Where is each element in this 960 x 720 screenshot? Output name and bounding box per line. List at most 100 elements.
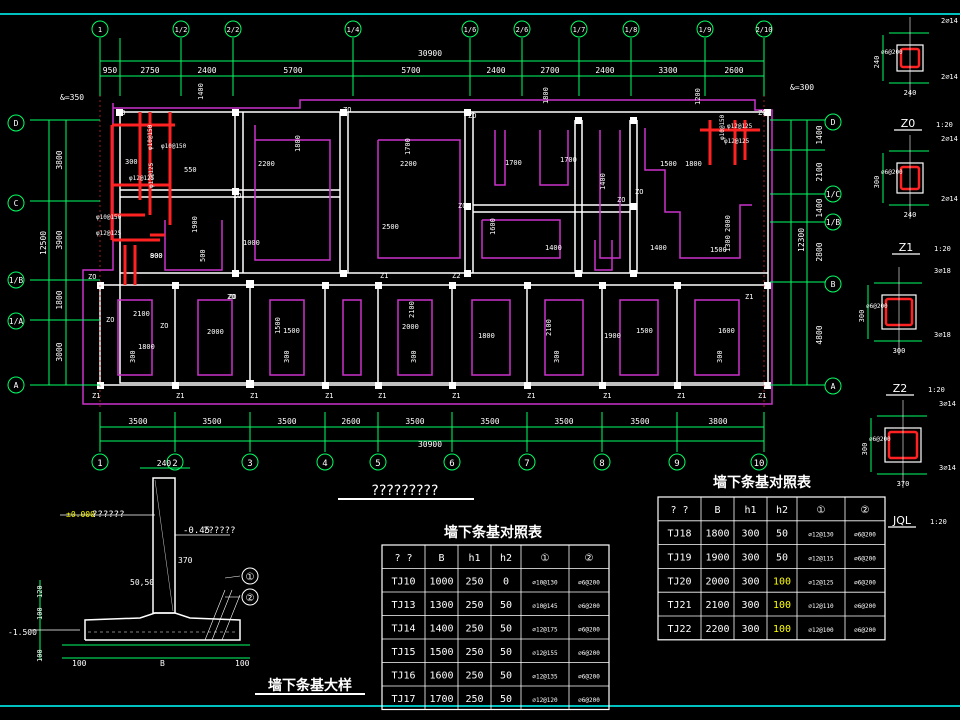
table-cell: 1400 [429,623,453,634]
column-bottom-rebar: 2⌀14 [941,73,958,81]
left-dim-label: 1800 [55,290,64,309]
bottom-dim-label: 3500 [202,417,221,426]
top-dim-label: 3300 [658,66,677,75]
axis-label-bottom: 1 [97,459,102,469]
table-cell: ⌀6@200 [578,697,600,704]
table-cell: 250 [465,576,483,587]
column-tag-z1: Z1 [745,293,753,301]
table-cell: 100 [773,576,791,587]
column-stirrup: ⌀6@200 [866,303,888,310]
axis-label-bottom: 7 [524,459,529,469]
column-tag-zo: ZO [233,192,241,200]
table-cell: TJ15 [391,647,415,658]
axis-bubble-bottom [316,453,334,471]
column-height: 300 [861,443,869,456]
section-dim-5050: 50,50 [130,578,154,587]
table-cell: 2100 [705,600,729,611]
bottom-dim-label: 3500 [405,417,424,426]
axis-label-top: 2/10 [756,26,773,34]
rebar-note: φ10@150 [96,214,122,221]
axis-bubble-right [824,377,842,395]
rebar-note: φ10@150 [161,143,187,150]
column-width: 240 [904,211,917,219]
inner-dim-label: 1800 [542,87,550,104]
column-tag-zo: ZO [468,112,476,120]
table-cell: ⌀6@200 [854,627,876,634]
axis-bubble-top [622,20,640,38]
table-cell: TJ18 [667,529,691,540]
top-dim-label: 2600 [724,66,743,75]
axis-bubble-left [7,114,25,132]
right-total: 12300 [797,228,806,252]
inner-dim-label: 300 [129,350,137,363]
column-scale: 1:20 [930,518,947,526]
inner-dim-label: 1500 [710,246,727,254]
column-stirrup: ⌀6@200 [881,49,903,56]
right-dim-label: 2800 [815,242,824,261]
table-cell: 2000 [705,576,729,587]
column-tag-zo: ZO [635,188,643,196]
table1-title: 墙下条基对照表 [444,524,543,541]
column-tag-z1: Z1 [176,392,184,400]
axis-bubble-top [513,20,531,38]
bottom-dim-label: 2600 [341,417,360,426]
axis-label-bottom: 4 [322,459,327,469]
axis-bubble-bottom [518,453,536,471]
inner-dim-label: 1600 [718,327,735,335]
section-level1-note: ?????? [203,526,236,536]
axis-bubble-top [461,20,479,38]
column-stirrup: ⌀6@200 [869,436,891,443]
axis-label-top: 1/7 [573,26,586,34]
inner-dim-label: 1500 [274,317,282,334]
bottom-dim-label: 3800 [708,417,727,426]
column-width: 370 [897,480,910,488]
top-dim-label: 5700 [401,66,420,75]
plan-axis-dashes [99,40,765,410]
table-cell: ⌀12@120 [532,697,558,704]
table-header-cell: B [438,553,444,564]
inner-dim-label: 2000 [724,215,732,232]
offset-left: &=350 [60,93,84,102]
right-dimensions [770,119,825,386]
column-name: Z2 [893,382,908,395]
column-bottom-rebar: 3⌀18 [934,331,951,339]
table-header-cell: ② [585,553,594,564]
inner-dim-label: 800 [150,252,163,260]
table-header-cell: ? ? [670,505,688,516]
inner-dim-label: 1800 [685,160,702,168]
column-tag-zo: ZO [117,109,125,117]
table-cell: 250 [465,623,483,634]
table-cell: ⌀6@200 [578,603,600,610]
table-cell: ⌀6@200 [578,650,600,657]
inner-dim-label: 1700 [505,159,522,167]
axis-label-bottom: 10 [754,459,765,469]
axis-label-left: D [14,119,19,128]
axis-label-right: B [831,280,836,289]
inner-dim-label: 2000 [207,328,224,336]
table-cell: 50 [500,670,512,681]
section-circle-2: ② [246,593,255,604]
inner-dim-label: 1400 [197,83,205,100]
left-dim-label: 3900 [55,230,64,249]
column-width: 240 [904,89,917,97]
column-scale: 1:20 [936,121,953,129]
inner-dim-label: 1900 [604,332,621,340]
table-cell: 50 [776,529,788,540]
table-cell: 1700 [429,694,453,705]
axis-bubble-top [755,20,773,38]
rebar-note: φ10@150 [719,114,726,140]
rebar-note: φ12@125 [148,162,155,188]
bottom-dim-label: 3500 [554,417,573,426]
section-bottom-level: -1.500 [8,628,37,637]
column-tag-zo: ZO [106,316,114,324]
table-cell: 50 [500,647,512,658]
column-tag-z1: Z1 [677,392,685,400]
top-dim-label: 2750 [140,66,159,75]
table-cell: 50 [500,694,512,705]
inner-dim-label: 300 [410,350,418,363]
section-title: 墙下条基大样 [268,677,352,694]
axis-bubble-right [824,275,842,293]
plan-title: ????????? [372,483,439,499]
